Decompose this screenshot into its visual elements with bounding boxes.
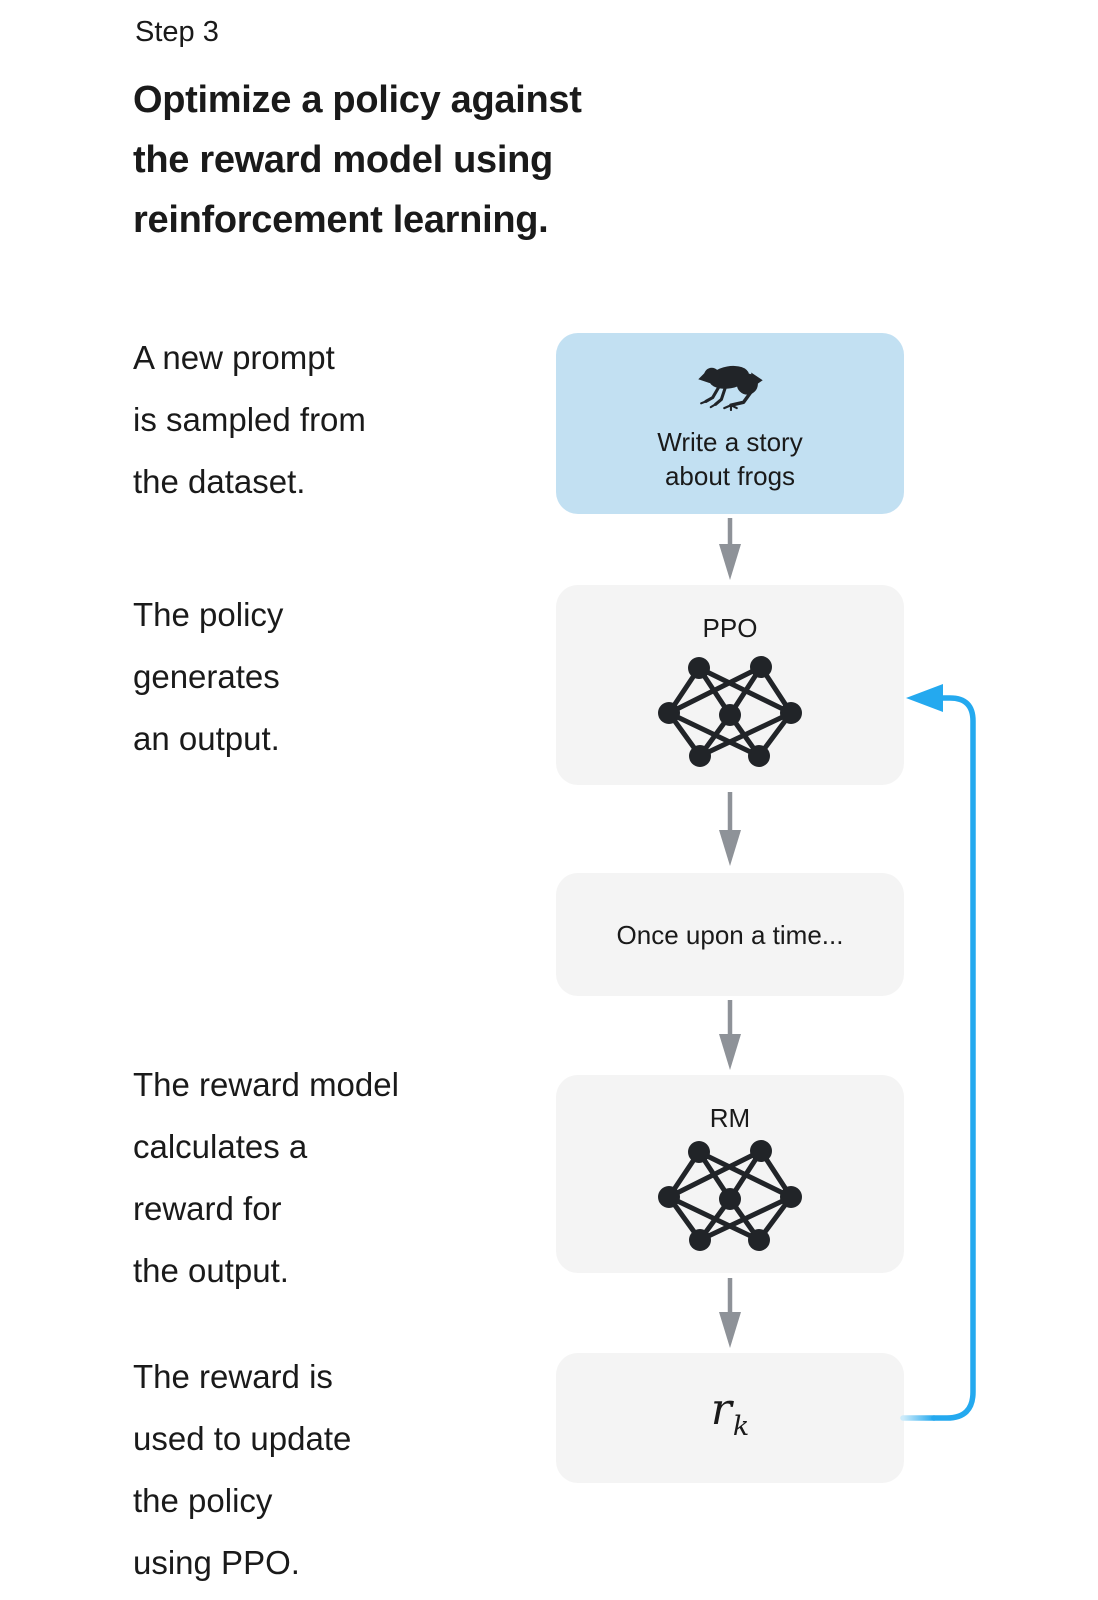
output-box: Once upon a time... <box>556 873 904 996</box>
reward-model-box: RM <box>556 1075 904 1273</box>
arrow-down-icon <box>719 518 741 580</box>
annotation-prompt-sampled: A new prompt is sampled from the dataset… <box>133 339 366 500</box>
policy-box: PPO <box>556 585 904 785</box>
prompt-box: Write a story about frogs <box>556 333 904 514</box>
annotation-reward-updates-policy: The reward is used to update the policy … <box>133 1358 352 1581</box>
title-line: the reward model using <box>133 139 553 181</box>
annotation-reward-calculated: The reward model calculates a reward for… <box>133 1066 399 1289</box>
arrow-down-icon <box>719 792 741 866</box>
neural-network-icon <box>658 656 802 767</box>
reward-box: rk <box>556 1353 904 1483</box>
output-text: Once upon a time... <box>616 919 844 950</box>
feedback-arrow-icon <box>900 684 976 1421</box>
annotation-policy-generates: The policy generates an output. <box>133 596 284 757</box>
step-label: Step 3 <box>135 16 219 48</box>
prompt-text: Write a story about frogs <box>657 427 803 491</box>
neural-network-icon <box>658 1140 802 1251</box>
policy-label: PPO <box>702 613 758 643</box>
frog-icon <box>698 365 763 411</box>
title-line: Optimize a policy against <box>133 79 582 121</box>
arrow-down-icon <box>719 1278 741 1348</box>
page-title: Optimize a policy against the reward mod… <box>133 70 582 250</box>
reward-value: rk <box>710 1383 750 1442</box>
title-line: reinforcement learning. <box>133 199 549 241</box>
reward-model-label: RM <box>709 1103 751 1133</box>
arrow-down-icon <box>719 1000 741 1070</box>
